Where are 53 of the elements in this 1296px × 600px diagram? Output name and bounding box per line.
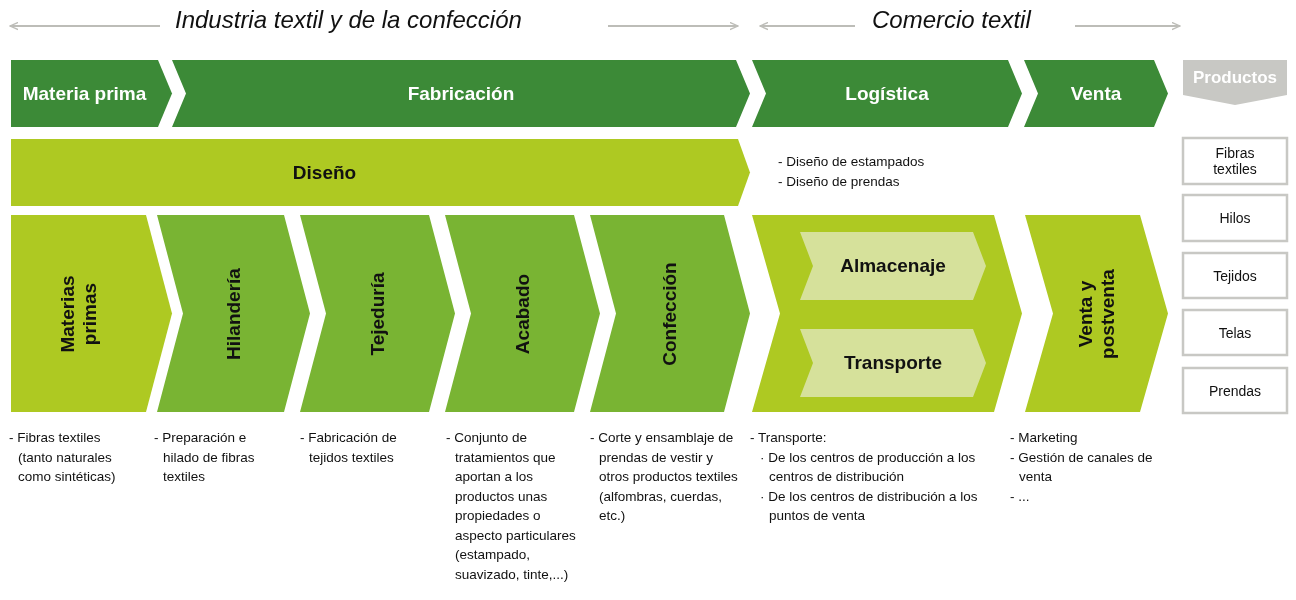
stage-label: Materia prima: [21, 82, 148, 105]
process-step: [752, 60, 1022, 127]
description-text: - Gestión de canales de venta: [1010, 448, 1154, 486]
process-step: [300, 215, 455, 412]
stage-label: Almacenaje: [839, 255, 947, 277]
description-text: - Conjunto de tratamientos que aportan a los productos unas propiedades o aspecto particulares (estampado, suavizado, tinte,...): [446, 429, 577, 584]
process-step: [1024, 60, 1168, 127]
product-box: [1183, 138, 1287, 184]
product-box: [1183, 195, 1287, 241]
process-step: [800, 232, 986, 300]
section-heading: Comercio textil: [872, 6, 1031, 34]
stage-label: Confección: [659, 260, 681, 368]
stage-label: Transporte: [842, 352, 944, 374]
process-step: [752, 215, 1022, 412]
process-step: [11, 215, 172, 412]
description-text: - Fibras textiles (tanto naturales como sintéticas): [9, 429, 117, 486]
description-text: · De los centros de distribución a los puntos de venta: [760, 487, 979, 525]
process-step: [11, 60, 172, 127]
stage-label: Materias primas: [56, 273, 101, 355]
product-label: Tejidos: [1212, 267, 1258, 284]
heading-tab: [1183, 60, 1287, 105]
process-step: [590, 215, 750, 412]
description-text: - Marketing: [1010, 429, 1079, 447]
stage-label: Logística: [844, 82, 930, 105]
description-text: - Diseño de prendas: [778, 172, 901, 191]
process-step: [800, 329, 986, 397]
process-step: [445, 215, 600, 412]
description-text: - Fabricación de tejidos textiles: [300, 429, 398, 467]
product-label: Hilos: [1218, 209, 1252, 227]
description-text: - Transporte:: [750, 429, 828, 447]
process-step: [157, 215, 310, 412]
stage-label: Venta y postventa: [1074, 267, 1119, 361]
stage-label: Diseño: [291, 161, 358, 184]
product-label: Fibras textiles: [1212, 144, 1258, 178]
product-label: Telas: [1217, 324, 1253, 341]
process-step: [11, 139, 750, 206]
stage-label: Venta: [1069, 82, 1123, 105]
stage-label: Tejeduría: [366, 270, 389, 358]
product-box: [1183, 310, 1287, 355]
stage-label: Acabado: [511, 272, 534, 356]
section-heading: Industria textil y de la confección: [175, 6, 522, 34]
description-text: - Diseño de estampados: [778, 153, 926, 171]
description-text: · De los centros de producción a los centros de distribución: [760, 448, 977, 486]
product-box: [1183, 368, 1287, 413]
stage-label: Productos: [1191, 67, 1279, 88]
product-box: [1183, 253, 1287, 298]
description-text: - ...: [1010, 487, 1031, 506]
stage-label: Hilandería: [222, 266, 245, 362]
process-step: [1025, 215, 1168, 412]
product-label: Prendas: [1207, 382, 1263, 399]
description-text: - Preparación e hilado de fibras textiles: [154, 429, 256, 486]
description-text: - Corte y ensamblaje de prendas de vestir y otros productos textiles (alfombras, cuerdas, etc.): [590, 429, 739, 525]
stage-label: Fabricación: [406, 82, 516, 105]
